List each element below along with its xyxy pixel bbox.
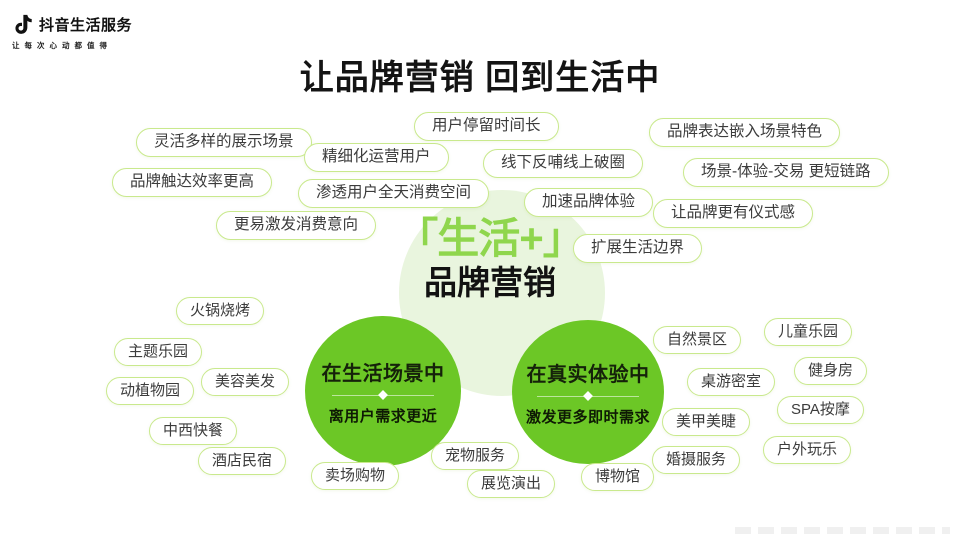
scene-circle: 在生活场景中 离用户需求更近 [305, 316, 461, 466]
scene-circle-title: 在生活场景中 [321, 362, 445, 385]
page-title: 让品牌营销 回到生活中 [299, 59, 661, 97]
center-concept-name: 品牌营销 [424, 264, 556, 302]
benefit-tag-refined-user-operation: 精细化运营用户 [304, 143, 449, 172]
diamond-icon [378, 390, 388, 400]
category-tag-museum: 博物馆 [581, 463, 655, 492]
benefit-tag-long-user-dwell-time: 用户停留时间长 [414, 112, 559, 141]
center-concept: 「生活+」 品牌营销 [380, 215, 600, 302]
category-tag-kids-park: 儿童乐园 [764, 318, 853, 347]
brand-logo: 抖音生活服务 让每次心动都值得 [12, 11, 132, 51]
category-tag-outdoor-fun: 户外玩乐 [763, 436, 852, 465]
category-tag-gym: 健身房 [794, 357, 868, 386]
benefit-tag-accelerate-brand-experience: 加速品牌体验 [524, 188, 654, 217]
category-tag-mall-shopping: 卖场购物 [311, 462, 400, 491]
category-tag-beauty-hair: 美容美发 [201, 368, 290, 397]
center-concept-highlight: 「生活+」 [396, 215, 585, 262]
category-tag-spa-massage: SPA按摩 [777, 396, 864, 425]
benefit-tag-flexible-display-scenes: 灵活多样的展示场景 [136, 128, 312, 157]
experience-circle: 在真实体验中 激发更多即时需求 [512, 320, 664, 464]
benefit-tag-all-day-consumption: 渗透用户全天消费空间 [298, 179, 490, 208]
brand-name: 抖音生活服务 [39, 16, 133, 34]
benefit-tag-expand-life-boundary: 扩展生活边界 [573, 234, 703, 263]
category-tag-pet-services: 宠物服务 [431, 442, 520, 471]
divider-line [332, 390, 434, 400]
diamond-icon [583, 391, 593, 401]
brand-slogan: 让每次心动都值得 [12, 41, 112, 50]
experience-circle-title: 在真实体验中 [526, 363, 650, 386]
category-tag-nail-lash: 美甲美睫 [662, 408, 751, 437]
watermark [735, 527, 950, 534]
category-tag-hotel-bnb: 酒店民宿 [198, 447, 287, 476]
category-tag-nature-scenic: 自然景区 [653, 326, 742, 355]
benefit-tag-brand-ritual-sense: 让品牌更有仪式感 [653, 199, 814, 228]
douyin-note-icon [12, 11, 34, 37]
category-tag-boardgame-escape: 桌游密室 [687, 368, 776, 397]
experience-circle-subtitle: 激发更多即时需求 [525, 408, 650, 426]
category-tag-theme-park: 主题乐园 [114, 338, 203, 367]
divider-line [537, 391, 639, 401]
benefit-tag-brand-embedded-scene: 品牌表达嵌入场景特色 [649, 118, 841, 147]
category-tag-wedding-photo: 婚摄服务 [652, 446, 741, 475]
category-tag-fast-food: 中西快餐 [149, 417, 238, 446]
category-tag-hotpot-bbq: 火锅烧烤 [176, 297, 265, 326]
scene-circle-subtitle: 离用户需求更近 [328, 407, 438, 425]
benefit-tag-consumption-intent: 更易激发消费意向 [216, 211, 377, 240]
category-tag-zoo-botanical: 动植物园 [106, 377, 195, 406]
benefit-tag-shorter-link: 场景-体验-交易 更短链路 [683, 158, 889, 187]
category-tag-exhibitions-shows: 展览演出 [467, 470, 556, 499]
benefit-tag-higher-brand-reach: 品牌触达效率更高 [112, 168, 273, 197]
benefit-tag-offline-feeds-online: 线下反哺线上破圈 [483, 149, 644, 178]
